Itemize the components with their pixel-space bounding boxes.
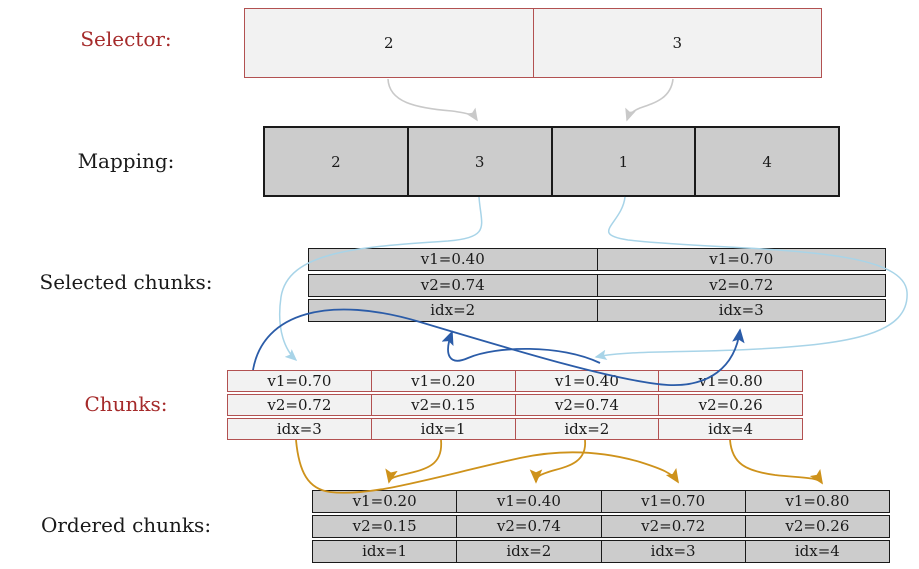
ordered-chunk-cell: v1=0.40 — [456, 491, 600, 512]
chunk-cell: idx=4 — [658, 419, 802, 439]
chunk-cell: idx=3 — [276, 419, 322, 438]
ordered-chunk-cell: idx=2 — [456, 541, 600, 562]
ordered-chunk-cell: idx=1 — [362, 542, 408, 560]
table-row: v1=0.70 v1=0.20 v1=0.40 v1=0.80 — [227, 370, 803, 392]
table-row: idx=1 idx=2 idx=3 idx=4 — [312, 540, 890, 563]
mapping-cell: 2 — [331, 152, 341, 171]
table-row: idx=3 idx=1 idx=2 idx=4 — [227, 418, 803, 440]
ordered-chunk-cell: v1=0.20 — [352, 492, 417, 510]
ordered-chunk-cell: v2=0.15 — [352, 517, 417, 535]
chunks-table: v1=0.70 v1=0.20 v1=0.40 v1=0.80 v2=0.72 … — [227, 370, 803, 440]
arrow-chunk-idx3-to-ordered3 — [295, 439, 679, 494]
selected-chunk-cell: v2=0.74 — [420, 275, 485, 294]
chunk-cell: v2=0.15 — [370, 395, 515, 415]
table-row: v1=0.40 v1=0.70 — [308, 248, 886, 271]
ordered-chunk-cell: v2=0.72 — [600, 516, 745, 537]
table-row: v2=0.15 v2=0.74 v2=0.72 v2=0.26 — [312, 515, 890, 538]
ordered-chunk-cell: v2=0.74 — [456, 516, 600, 537]
selected-chunk-cell: v1=0.40 — [420, 250, 485, 268]
ordered-chunk-cell: idx=3 — [600, 541, 745, 562]
chunk-cell: v1=0.80 — [658, 371, 802, 391]
arrow-chunk-idx2-to-selected-idx2 — [441, 330, 601, 364]
table-row: v2=0.72 v2=0.15 v2=0.74 v2=0.26 — [227, 394, 803, 416]
selected-chunk-cell: idx=3 — [596, 300, 886, 321]
mapping-cell: 3 — [406, 128, 551, 195]
chunk-cell: v2=0.72 — [267, 395, 332, 414]
selector-label: Selector: — [80, 27, 172, 51]
arrow-chunk-idx2-to-ordered2 — [529, 439, 586, 484]
ordered-chunk-cell: idx=4 — [744, 541, 889, 562]
arrow-chunk-idx1-to-ordered1 — [385, 439, 442, 484]
mapping-cell: 4 — [694, 128, 838, 195]
selector-table: 2 3 — [244, 8, 822, 78]
chunk-cell: idx=2 — [514, 419, 659, 439]
selected-chunk-cell: v1=0.70 — [596, 249, 886, 270]
table-row: v2=0.74 v2=0.72 — [308, 273, 886, 297]
mapping-table: 2 3 1 4 — [263, 126, 840, 197]
arrow-selector2-to-mapping3 — [387, 78, 478, 122]
selector-cell: 3 — [532, 9, 822, 77]
arrow-selector3-to-mapping1 — [625, 78, 674, 122]
ordered-chunk-cell: v1=0.70 — [600, 491, 745, 512]
chunk-cell: v2=0.26 — [658, 395, 802, 415]
selected-chunk-cell: idx=2 — [430, 301, 476, 319]
ordered-chunk-cell: v2=0.26 — [744, 516, 889, 537]
chunk-cell: v2=0.74 — [514, 395, 659, 415]
chunks-label: Chunks: — [84, 392, 168, 416]
mapping-cell: 1 — [550, 128, 695, 195]
table-row: v1=0.20 v1=0.40 v1=0.70 v1=0.80 — [312, 490, 890, 513]
chunk-cell: v1=0.20 — [370, 371, 515, 391]
chunk-cell: v1=0.40 — [514, 371, 659, 391]
chunk-cell: v1=0.70 — [267, 371, 332, 390]
selected-chunks-label: Selected chunks: — [39, 270, 213, 294]
ordered-chunks-label: Ordered chunks: — [40, 513, 212, 537]
selector-cell: 2 — [383, 34, 394, 52]
selected-chunks-table: v1=0.40 v1=0.70 v2=0.74 v2=0.72 idx=2 id… — [308, 248, 886, 322]
mapping-label: Mapping: — [77, 149, 175, 173]
chunk-cell: idx=1 — [370, 419, 515, 439]
selected-chunk-cell: v2=0.72 — [596, 274, 886, 296]
arrow-chunk-idx4-to-ordered4 — [729, 439, 824, 485]
ordered-chunks-table: v1=0.20 v1=0.40 v1=0.70 v1=0.80 v2=0.15 … — [312, 490, 890, 563]
ordered-chunk-cell: v1=0.80 — [744, 491, 889, 512]
table-row: idx=2 idx=3 — [308, 299, 886, 322]
